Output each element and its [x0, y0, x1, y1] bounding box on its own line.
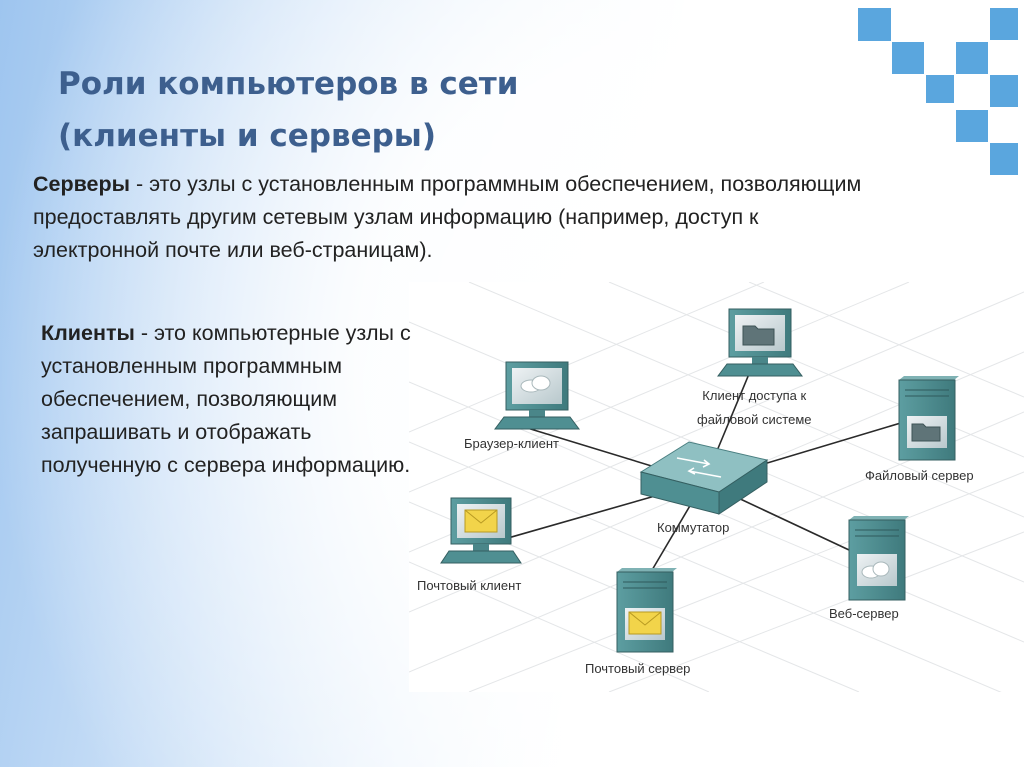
switch-label: Коммутатор — [657, 520, 730, 535]
file-client-label-line2: файловой системе — [697, 412, 812, 427]
mail-client-label: Почтовый клиент — [417, 578, 522, 593]
switch-icon — [639, 441, 769, 515]
clients-text: - это компьютерные узлы с установленным … — [41, 321, 411, 477]
browser-client-icon — [494, 361, 580, 430]
web-server-label: Веб-сервер — [829, 606, 899, 621]
file-server-label: Файловый сервер — [865, 468, 974, 483]
web-server-icon — [848, 516, 909, 601]
servers-term: Серверы — [33, 172, 131, 196]
clients-definition: Клиенты - это компьютерные узлы с устано… — [41, 317, 413, 482]
clients-term: Клиенты — [41, 321, 135, 345]
slide-title-line1: Роли компьютеров в сети — [58, 66, 519, 102]
servers-text: - это узлы с установленным программным о… — [33, 172, 862, 262]
network-diagram-graphic — [409, 282, 1024, 692]
servers-definition: Серверы - это узлы с установленным прогр… — [33, 168, 863, 267]
network-diagram: Браузер-клиент Клиент доступа к файловой… — [409, 282, 1024, 692]
mail-client-icon — [440, 497, 522, 564]
slide-title-line2: (клиенты и серверы) — [58, 118, 437, 154]
slide-title: Роли компьютеров в сети (клиенты и серве… — [58, 58, 618, 162]
file-client-label: Клиент доступа к файловой системе — [697, 384, 811, 432]
file-client-icon — [717, 308, 803, 377]
file-client-label-line1: Клиент доступа к — [702, 388, 807, 403]
file-server-icon — [898, 376, 959, 461]
browser-client-label: Браузер-клиент — [464, 436, 559, 451]
mail-server-icon — [616, 568, 677, 653]
mail-server-label: Почтовый сервер — [585, 661, 691, 676]
